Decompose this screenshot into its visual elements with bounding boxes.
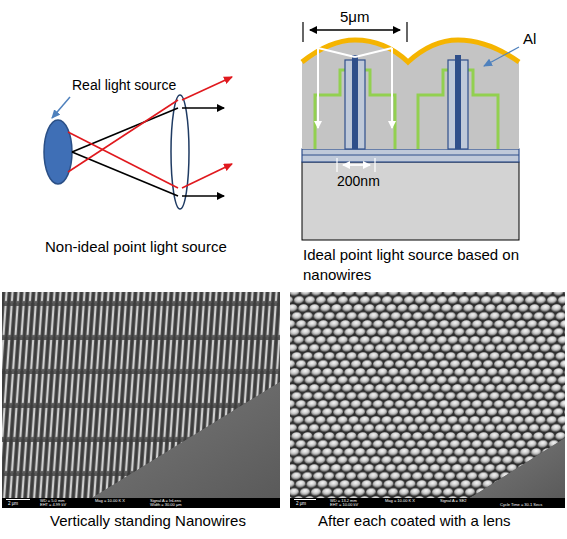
sem-info: Mag = 10.00 K X [385, 499, 415, 504]
black-rays [72, 108, 224, 196]
al-coating [302, 40, 519, 62]
panel-caption: Non-ideal point light source [45, 238, 227, 256]
sem-info: EHT = 4.99 kV [40, 503, 66, 508]
light-source [44, 120, 72, 184]
panel-caption: Vertically standing Nanowires [50, 512, 246, 530]
sem-image-lenses [290, 292, 565, 508]
dimension-200nm [337, 158, 375, 172]
dimension-label: 5μm [340, 8, 369, 26]
sem-image-nanowires [2, 292, 280, 508]
nanowires [345, 55, 468, 149]
substrate [302, 162, 519, 240]
sem-info: Width = 30.00 μm [150, 503, 182, 508]
shell-layer [315, 70, 498, 149]
leader-arrow [52, 97, 70, 118]
leader-arrow [484, 47, 519, 66]
dimension-label: 200nm [337, 173, 380, 190]
panel-caption: Ideal point light source based on nanowi… [303, 245, 535, 286]
lens [171, 95, 189, 209]
scale-label: 2 μm [8, 501, 18, 506]
source-label: Real light source [72, 77, 176, 94]
emission-arrows [318, 48, 392, 128]
sem-info: Signal A = SE2 [440, 499, 467, 504]
material-label: Al [523, 30, 536, 48]
lens-body [302, 40, 519, 149]
buffer-layer [302, 149, 519, 162]
sem-info: EHT = 10.00 kV [330, 503, 358, 508]
red-rays [68, 77, 232, 188]
sem-info: Mag = 10.00 K X [95, 499, 125, 504]
panel-caption: After each coated with a lens [318, 512, 511, 530]
sem-info: Cycle Time = 30.1 Secs [500, 503, 542, 508]
scale-label: 2 μm [296, 501, 306, 506]
